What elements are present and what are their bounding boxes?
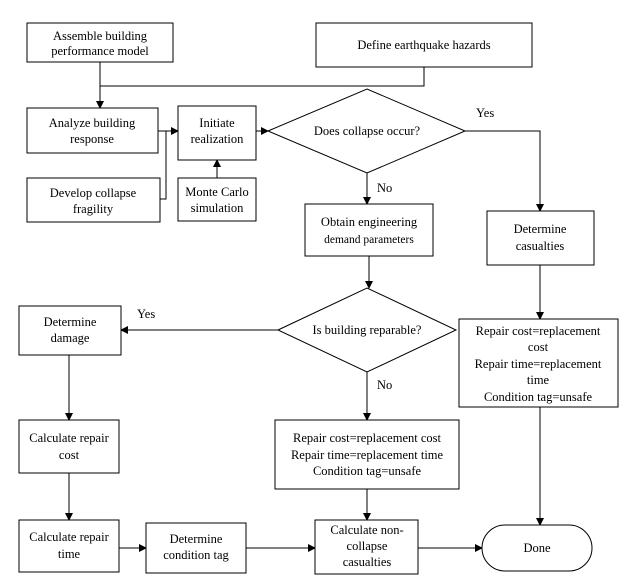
node-text: Determine xyxy=(44,315,97,329)
node-text: Repair cost=replacement cost xyxy=(293,431,441,445)
decision-reparable: Is building reparable? xyxy=(276,287,458,373)
node-text: Assemble building xyxy=(53,29,148,43)
node-text: condition tag xyxy=(163,548,229,562)
decision-text: Is building reparable? xyxy=(313,323,422,337)
node-text: Calculate non- xyxy=(330,523,403,537)
node-text: Determine xyxy=(514,222,567,236)
connectors xyxy=(65,62,544,552)
node-text: realization xyxy=(191,132,244,146)
decision-collapse: Does collapse occur? xyxy=(266,88,467,174)
node-text: Condition tag=unsafe xyxy=(313,464,422,478)
node-calculate-noncollapse-casualties: Calculate non- collapse casualties xyxy=(314,519,419,575)
node-text: Calculate repair xyxy=(29,431,109,445)
node-text: time xyxy=(527,373,550,387)
label-reparable-yes: Yes xyxy=(137,307,155,321)
node-text: cost xyxy=(59,448,80,462)
node-text: Calculate repair xyxy=(29,530,109,544)
node-text: Define earthquake hazards xyxy=(357,38,490,52)
node-text: Initiate xyxy=(199,116,235,130)
node-determine-casualties: Determine casualties xyxy=(486,210,595,266)
node-text: Condition tag=unsafe xyxy=(484,390,593,404)
node-develop-fragility: Develop collapse fragility xyxy=(26,177,161,223)
node-text: fragility xyxy=(73,202,114,216)
node-text: Repair cost=replacement xyxy=(476,324,601,338)
node-text: response xyxy=(70,132,114,146)
node-calculate-repair-cost: Calculate repair cost xyxy=(18,419,120,474)
node-text: casualties xyxy=(343,555,392,569)
node-text: casualties xyxy=(516,239,565,253)
node-monte-carlo: Monte Carlo simulation xyxy=(177,177,257,222)
edge-collapse-yes xyxy=(465,130,544,212)
node-text: simulation xyxy=(191,201,245,215)
node-text: demand parameters xyxy=(324,234,414,246)
edge-develop-initiate xyxy=(160,131,167,200)
label-collapse-yes: Yes xyxy=(476,106,494,120)
node-text: Determine xyxy=(170,532,223,546)
node-text: Monte Carlo xyxy=(185,185,249,199)
node-determine-damage: Determine damage xyxy=(18,305,122,356)
node-assemble-building: Assemble building performance model xyxy=(26,22,174,63)
node-text: Analyze building xyxy=(49,116,136,130)
node-text: Develop collapse xyxy=(50,186,137,200)
node-text: damage xyxy=(51,331,90,345)
node-calculate-repair-time: Calculate repair time xyxy=(18,519,120,573)
node-repair-replacement-mid: Repair cost=replacement cost Repair time… xyxy=(274,419,460,490)
node-determine-condition-tag: Determine condition tag xyxy=(145,522,247,574)
node-text: performance model xyxy=(51,44,149,58)
node-text: collapse xyxy=(347,539,388,553)
node-text: cost xyxy=(528,340,549,354)
node-text: Repair time=replacement time xyxy=(291,448,444,462)
node-define-hazards: Define earthquake hazards xyxy=(315,22,533,68)
label-collapse-no: No xyxy=(377,181,392,195)
node-repair-replacement-right: Repair cost=replacement cost Repair time… xyxy=(458,318,619,408)
label-reparable-no: No xyxy=(377,378,392,392)
node-initiate-realization: Initiate realization xyxy=(177,105,257,161)
decision-text: Does collapse occur? xyxy=(314,124,421,138)
node-text: Repair time=replacement xyxy=(475,357,602,371)
node-text: time xyxy=(58,547,81,561)
node-text: Obtain engineering xyxy=(321,215,418,229)
terminal-done: Done xyxy=(481,524,593,572)
edge-hazards-join xyxy=(100,67,425,87)
node-analyze-response: Analyze building response xyxy=(26,107,159,154)
node-obtain-edp: Obtain engineering demand parameters xyxy=(304,203,434,257)
node-text: Done xyxy=(523,541,551,555)
